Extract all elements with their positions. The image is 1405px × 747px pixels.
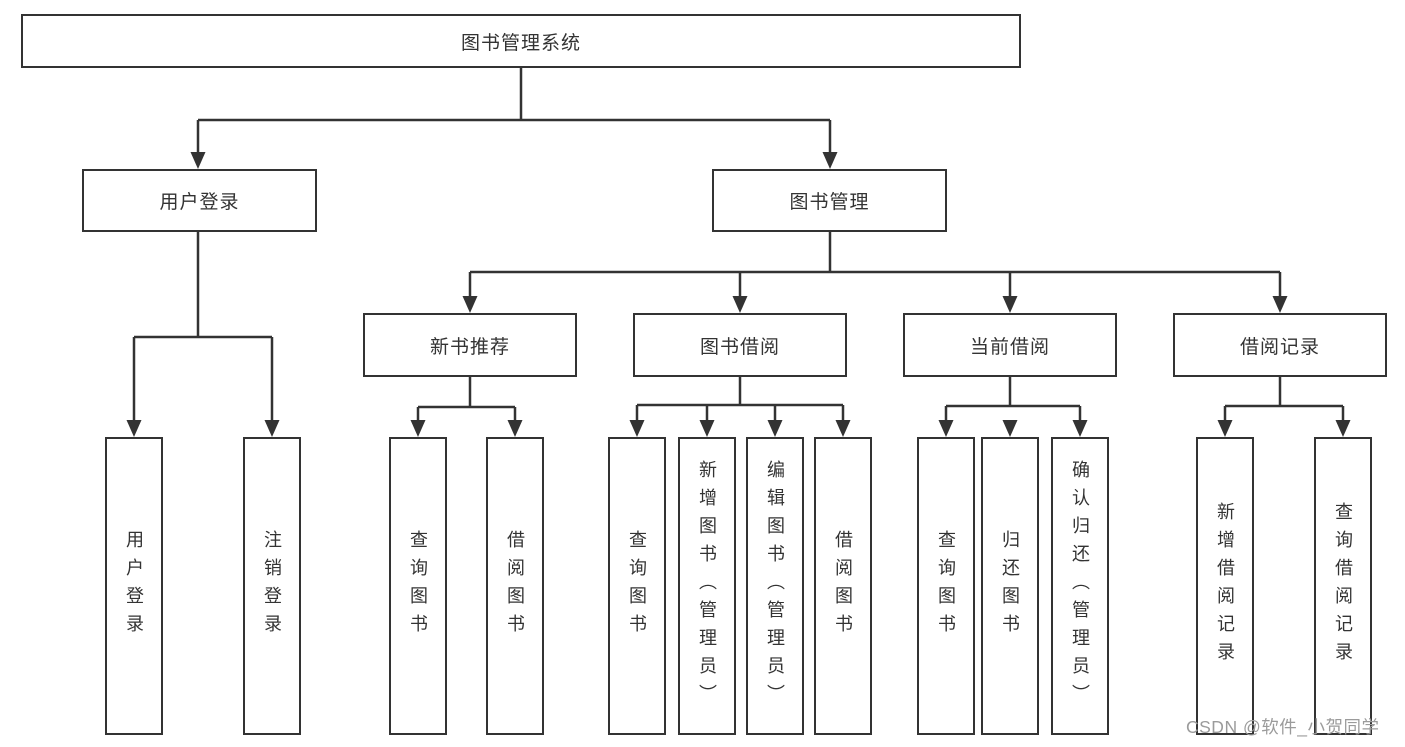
node-library-system: 图书管理系统 [21, 14, 1021, 68]
leaf-user-login: 用户登录 [105, 437, 163, 735]
node-borrowing-records-label: 借阅记录 [1239, 336, 1320, 358]
leaf-confirm-return-admin: 确认归还（管理员） [1051, 437, 1109, 735]
leaf-query-books-current-label: 查询图书 [936, 530, 956, 642]
leaf-user-login-label: 用户登录 [124, 530, 144, 642]
leaf-query-books-borrowing-label: 查询图书 [627, 530, 647, 642]
leaf-edit-book-admin-label: 编辑图书（管理员） [765, 460, 785, 712]
leaf-logout-login: 注销登录 [243, 437, 301, 735]
node-book-borrowing: 图书借阅 [633, 313, 847, 377]
leaf-borrow-books-borrowing-label: 借阅图书 [833, 530, 853, 642]
node-book-management: 图书管理 [712, 169, 947, 232]
leaf-add-book-admin-label: 新增图书（管理员） [697, 460, 717, 712]
arrowheads [126, 152, 1351, 437]
leaf-add-borrow-record: 新增借阅记录 [1196, 437, 1254, 735]
node-user-login-branch-label: 用户登录 [159, 192, 240, 213]
node-book-borrowing-label: 图书借阅 [699, 336, 780, 358]
leaf-query-books-recommend-label: 查询图书 [408, 530, 428, 642]
node-new-book-recommend: 新书推荐 [363, 313, 577, 377]
leaf-query-books-borrowing: 查询图书 [608, 437, 666, 735]
node-library-system-label: 图书管理系统 [460, 32, 581, 54]
leaf-edit-book-admin: 编辑图书（管理员） [746, 437, 804, 735]
leaf-return-books-label: 归还图书 [1000, 530, 1020, 642]
leaf-logout-login-label: 注销登录 [262, 530, 282, 642]
node-new-book-recommend-label: 新书推荐 [429, 336, 510, 358]
leaf-query-borrow-record-label: 查询借阅记录 [1333, 502, 1353, 670]
node-current-borrowing: 当前借阅 [903, 313, 1117, 377]
leaf-return-books: 归还图书 [981, 437, 1039, 735]
node-current-borrowing-label: 当前借阅 [969, 336, 1050, 358]
node-user-login-branch: 用户登录 [82, 169, 317, 232]
leaf-borrow-books-recommend: 借阅图书 [486, 437, 544, 735]
leaf-query-books-recommend: 查询图书 [389, 437, 447, 735]
leaf-add-book-admin: 新增图书（管理员） [678, 437, 736, 735]
node-borrowing-records: 借阅记录 [1173, 313, 1387, 377]
leaf-confirm-return-admin-label: 确认归还（管理员） [1070, 460, 1090, 712]
leaf-borrow-books-recommend-label: 借阅图书 [505, 530, 525, 642]
connector-paths [132, 68, 1345, 423]
leaf-borrow-books-borrowing: 借阅图书 [814, 437, 872, 735]
leaf-query-borrow-record: 查询借阅记录 [1314, 437, 1372, 735]
node-book-management-label: 图书管理 [789, 192, 870, 213]
leaf-query-books-current: 查询图书 [917, 437, 975, 735]
leaf-add-borrow-record-label: 新增借阅记录 [1215, 502, 1235, 670]
csdn-watermark: CSDN @软件_小贺同学 [1186, 717, 1380, 737]
